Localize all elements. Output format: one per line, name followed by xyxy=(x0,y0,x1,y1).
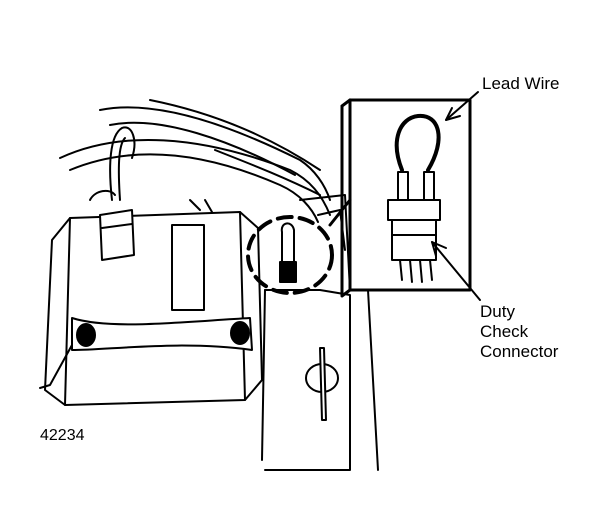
figure-number: 42234 xyxy=(40,427,85,444)
leader-lines xyxy=(431,91,481,301)
duty-check-label-line2: Check xyxy=(480,322,529,341)
lead-wire-loop xyxy=(394,113,441,172)
control-unit-panel xyxy=(171,224,205,311)
small-duty-connector xyxy=(279,222,297,283)
duty-check-label-line3: Connector xyxy=(480,342,559,361)
boot-connector xyxy=(89,126,136,261)
lead-wire-leader xyxy=(445,91,479,121)
control-unit xyxy=(44,199,263,406)
connector-highlight-circle xyxy=(246,215,334,295)
body-panel xyxy=(261,194,379,471)
bolt-icon xyxy=(230,321,250,345)
bolt-icon xyxy=(76,323,96,347)
duty-check-connector xyxy=(387,199,441,221)
inset-callout xyxy=(328,98,472,298)
lead-wire-label: Lead Wire xyxy=(482,74,560,93)
duty-check-leader xyxy=(431,241,481,301)
duty-check-label-line1: Duty xyxy=(480,302,515,321)
mounting-strap xyxy=(39,317,253,389)
wire-harness xyxy=(59,99,331,223)
